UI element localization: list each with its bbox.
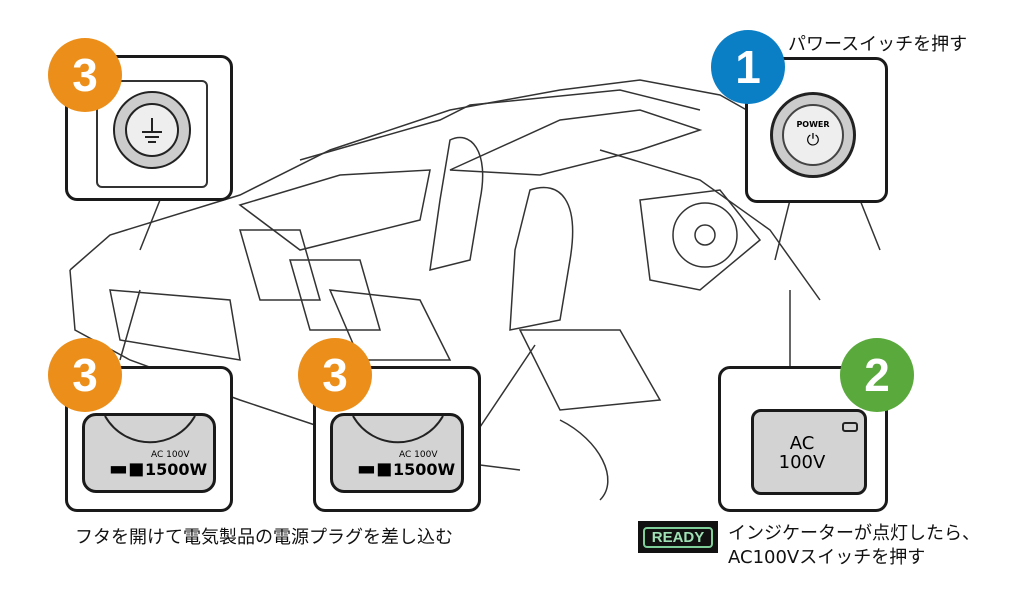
step-2-caption-line2: AC100Vスイッチを押す [728, 547, 926, 568]
step-3-badge: 3 [48, 38, 122, 112]
power-icon: ⏻ [806, 130, 820, 149]
ground-knob-icon [113, 91, 191, 169]
step-3-badge: 3 [48, 338, 122, 412]
voltage-label: AC 100V [151, 450, 190, 460]
step-3-badge: 3 [298, 338, 372, 412]
plug-icon: ▬◼ [109, 456, 145, 480]
step-1-badge: 1 [711, 30, 785, 104]
step-1-caption: パワースイッチを押す [788, 34, 968, 55]
step-2-badge: 2 [840, 338, 914, 412]
step-2-caption-line1: インジケーターが点灯したら、 [728, 523, 980, 544]
voltage-label: AC 100V [399, 450, 438, 460]
outlet-panel[interactable]: ▬◼ AC 100V 1500W [82, 413, 216, 493]
power-button[interactable]: POWER ⏻ [770, 92, 856, 178]
wattage-label: 1500W [145, 460, 208, 479]
rear-outlet-callout-box: ▬◼ AC 100V 1500W [65, 366, 233, 512]
plug-icon: ▬◼ [357, 456, 393, 480]
ac100v-switch[interactable]: AC 100V [751, 409, 867, 495]
outlet-panel[interactable]: ▬◼ AC 100V 1500W [330, 413, 464, 493]
wattage-label: 1500W [393, 460, 456, 479]
ac-label: AC [789, 433, 815, 454]
step-2-caption: インジケーターが点灯したら、 AC100Vスイッチを押す [728, 522, 980, 570]
step-3-caption: フタを開けて電気製品の電源プラグを差し込む [75, 527, 453, 548]
ready-indicator: READY [638, 521, 718, 553]
power-label: POWER [796, 120, 830, 129]
100v-label: 100V [778, 452, 826, 473]
